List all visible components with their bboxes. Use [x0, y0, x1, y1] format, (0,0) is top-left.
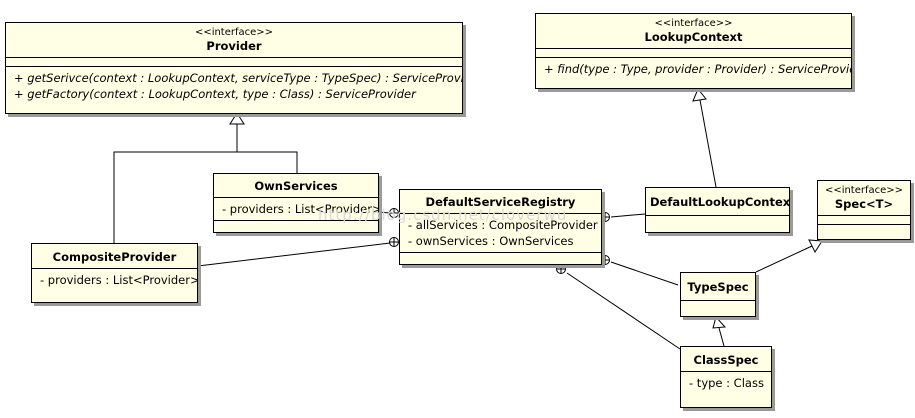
association-compositeprovider-registry	[197, 242, 391, 267]
attributes-compartment	[646, 216, 789, 224]
watermark-text: http://blog.csdn.net/cloverwu	[318, 206, 568, 224]
class-typespec[interactable]: TypeSpec	[680, 272, 756, 317]
class-name: Provider	[206, 39, 262, 53]
attribute-row: - ownServices : OwnServices	[408, 234, 574, 248]
class-header: ClassSpec	[681, 347, 771, 372]
stereotype-label: <<interface>>	[194, 27, 274, 38]
class-ownservices[interactable]: OwnServices - providers : List<Provider>	[213, 173, 379, 233]
attribute-row: - providers : List<Provider>	[222, 202, 379, 216]
class-name: TypeSpec	[687, 280, 749, 294]
containment-marker	[600, 255, 610, 265]
operation-row: + find(type : Type, provider : Provider)…	[544, 62, 852, 76]
stereotype-label: <<interface>>	[654, 18, 733, 29]
class-header: DefaultServiceRegistry	[400, 190, 601, 214]
class-name: LookupContext	[644, 30, 743, 44]
class-header: <<interface>> Spec<T>	[818, 181, 910, 216]
class-name: Spec<T>	[834, 197, 894, 211]
class-name: DefaultServiceRegistry	[425, 195, 576, 209]
inheritance-arrow-spec	[808, 239, 823, 254]
association-ownservices-registry	[377, 211, 391, 214]
attributes-compartment: - providers : List<Provider>	[32, 269, 197, 291]
inheritance-arrow-typespec	[712, 315, 727, 329]
attribute-row: - allServices : CompositeProvider	[408, 218, 598, 232]
class-provider[interactable]: <<interface>> Provider + getSerivce(cont…	[5, 22, 463, 114]
association-registry-defaultlookupcontext	[610, 213, 646, 218]
class-spec[interactable]: <<interface>> Spec<T>	[817, 180, 911, 240]
stereotype-label: <<interface>>	[824, 185, 904, 196]
containment-marker	[389, 237, 399, 247]
class-header: OwnServices	[214, 174, 378, 198]
generalization-classspec-typespec	[718, 327, 725, 347]
attributes-compartment: - providers : List<Provider>	[214, 198, 378, 221]
generalization-defaultlookupcontext-lookupcontext	[699, 99, 717, 188]
attributes-compartment	[681, 301, 755, 309]
attributes-compartment	[6, 58, 462, 67]
class-name: OwnServices	[254, 179, 338, 193]
attributes-compartment: - type : Class	[681, 372, 771, 394]
operation-row: + getFactory(context : LookupContext, ty…	[14, 87, 416, 101]
inheritance-arrow-lookupcontext	[692, 88, 707, 102]
inheritance-arrow-provider	[229, 112, 245, 125]
operations-compartment: + find(type : Type, provider : Provider)…	[536, 58, 851, 80]
operation-row: + getSerivce(context : LookupContext, se…	[14, 71, 463, 85]
attributes-compartment	[536, 49, 851, 58]
attribute-row: - type : Class	[689, 376, 764, 390]
operations-compartment	[818, 225, 910, 233]
class-header: <<interface>> LookupContext	[536, 14, 851, 49]
class-header: TypeSpec	[681, 273, 755, 301]
generalization-compositeprovider-provider	[113, 151, 237, 243]
generalization-ownservices-provider	[236, 124, 298, 173]
class-compositeprovider[interactable]: CompositeProvider - providers : List<Pro…	[31, 243, 198, 303]
class-name: CompositeProvider	[52, 250, 177, 264]
class-defaultlookupcontext[interactable]: DefaultLookupContext	[645, 187, 790, 233]
class-name: DefaultLookupContext	[650, 195, 790, 209]
class-lookupcontext[interactable]: <<interface>> LookupContext + find(type …	[535, 13, 852, 89]
association-registry-typespec	[610, 261, 679, 286]
class-classspec[interactable]: ClassSpec - type : Class	[680, 346, 772, 408]
containment-marker	[556, 264, 566, 274]
class-name: ClassSpec	[693, 353, 759, 367]
class-header: CompositeProvider	[32, 244, 197, 269]
generalization-typespec-spec	[755, 245, 813, 273]
class-defaultserviceregistry[interactable]: DefaultServiceRegistry - allServices : C…	[399, 189, 602, 265]
association-registry-classspec	[566, 272, 681, 350]
containment-marker	[389, 208, 399, 218]
operations-compartment: + getSerivce(context : LookupContext, se…	[6, 67, 462, 105]
attributes-compartment	[818, 216, 910, 225]
attribute-row: - providers : List<Provider>	[40, 273, 198, 287]
class-header: DefaultLookupContext	[646, 188, 789, 216]
attributes-compartment: - allServices : CompositeProvider - ownS…	[400, 214, 601, 253]
class-header: <<interface>> Provider	[6, 23, 462, 58]
